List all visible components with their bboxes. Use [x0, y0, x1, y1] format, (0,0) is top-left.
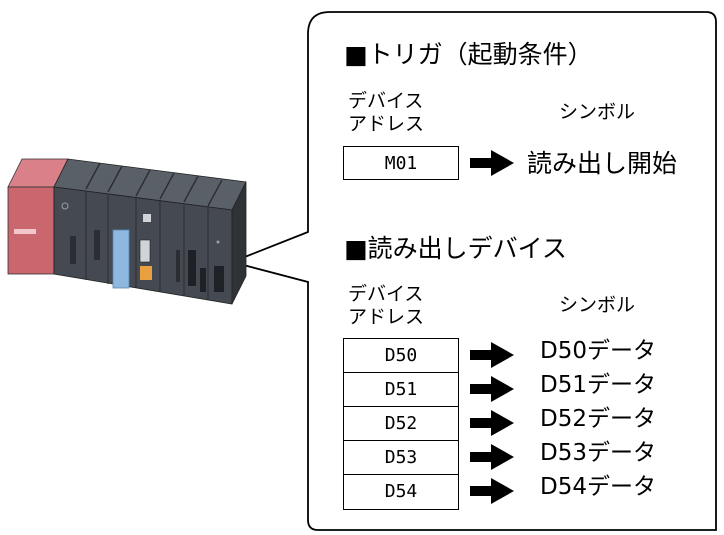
device-symbol: D53データ [540, 440, 656, 466]
arrow-icon [470, 478, 514, 504]
read-address-header: デバイス アドレス [348, 283, 424, 329]
trigger-symbol: 読み出し開始 [527, 149, 678, 178]
device-symbol: D54データ [540, 474, 656, 500]
device-symbol: D51データ [540, 372, 656, 398]
arrow-icon [470, 376, 514, 402]
read-heading: ■読み出しデバイス [344, 234, 567, 263]
device-box: D50 [343, 338, 459, 374]
device-box: D53 [343, 440, 459, 476]
arrow-icon [470, 410, 514, 436]
plc-device [7, 158, 247, 305]
read-symbol-header: シンボル [559, 294, 636, 316]
device-box: D52 [343, 406, 459, 442]
address-header-line2: アドレス [348, 113, 425, 135]
address-header-line2: アドレス [348, 306, 425, 328]
address-header-line1: デバイス [348, 283, 424, 305]
trigger-symbol-header: シンボル [559, 101, 636, 123]
device-symbol: D52データ [540, 406, 656, 432]
trigger-device-box: M01 [343, 146, 459, 180]
trigger-heading: ■トリガ（起動条件） [344, 40, 593, 69]
arrow-icon [470, 444, 514, 470]
trigger-address-header: デバイス アドレス [348, 90, 424, 136]
device-symbol: D50データ [540, 338, 656, 364]
arrow-icon [470, 150, 514, 176]
arrow-icon [470, 342, 514, 368]
device-box: D54 [343, 474, 459, 510]
address-header-line1: デバイス [348, 90, 424, 112]
device-box: D51 [343, 372, 459, 408]
